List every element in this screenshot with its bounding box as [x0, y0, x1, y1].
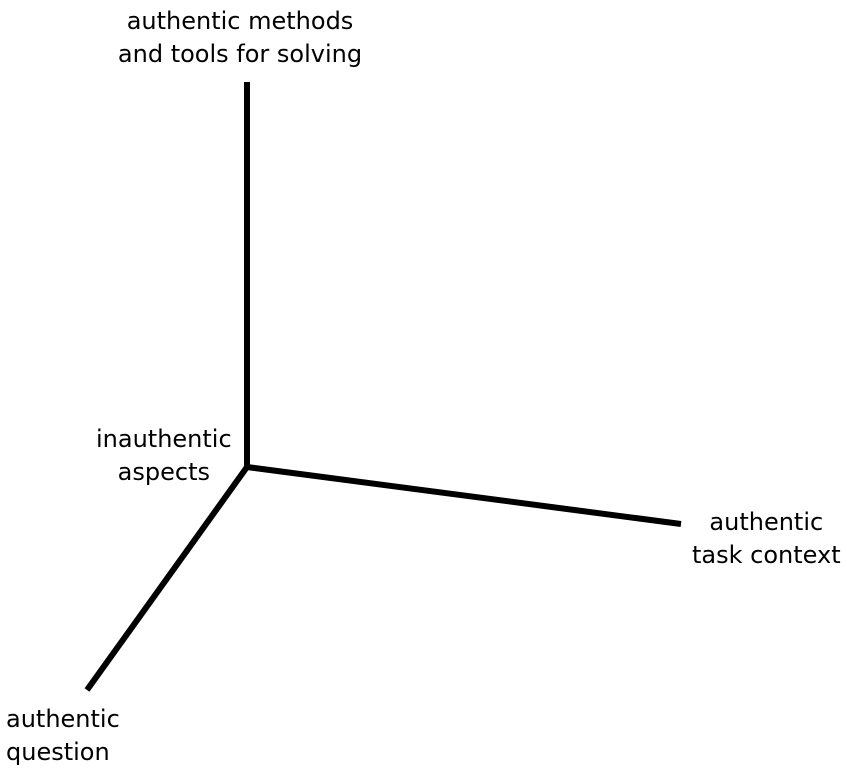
origin-label-line2: aspects	[117, 458, 210, 486]
vertical-axis-label: authentic methods and tools for solving	[118, 5, 362, 71]
origin-label: inauthentic aspects	[96, 423, 232, 489]
diagonal-axis-label: authentic question	[6, 703, 120, 769]
horizontal-axis-label: authentic task context	[692, 506, 841, 572]
horizontal-axis-label-line2: task context	[692, 541, 841, 569]
diagonal-axis-line	[84, 465, 250, 692]
horizontal-axis-label-line1: authentic	[709, 508, 824, 536]
vertical-axis-label-line2: and tools for solving	[117, 40, 363, 68]
diagonal-axis-label-line2: question	[6, 738, 110, 766]
diagonal-axis-label-line1: authentic	[6, 705, 120, 733]
vertical-axis-label-line1: authentic methods	[126, 7, 354, 35]
horizontal-axis-line	[246, 464, 682, 527]
origin-label-line1: inauthentic	[96, 425, 232, 453]
